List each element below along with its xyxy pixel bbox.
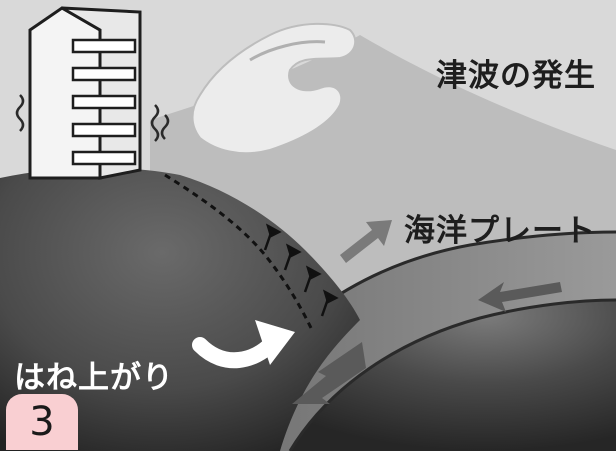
tsunami-wave-icon <box>191 22 357 155</box>
vibration-icon <box>15 94 170 142</box>
tsunami-label: 津波の発生 <box>436 58 596 94</box>
plate-motion-arrows <box>292 282 562 404</box>
rebound-label: はね上がり <box>14 360 174 396</box>
mantle <box>290 300 616 451</box>
wave-crest-line <box>249 40 326 62</box>
arrow-icon <box>340 220 392 263</box>
deformation-line <box>164 173 314 331</box>
step-number-badge: 3 <box>6 394 78 450</box>
ocean-plate-label: 海洋プレート <box>404 213 596 249</box>
building-icon <box>28 6 142 180</box>
uplift-arrows <box>263 223 339 317</box>
plate-lower-edge <box>288 298 616 451</box>
curved-arrow-icon <box>192 320 295 369</box>
